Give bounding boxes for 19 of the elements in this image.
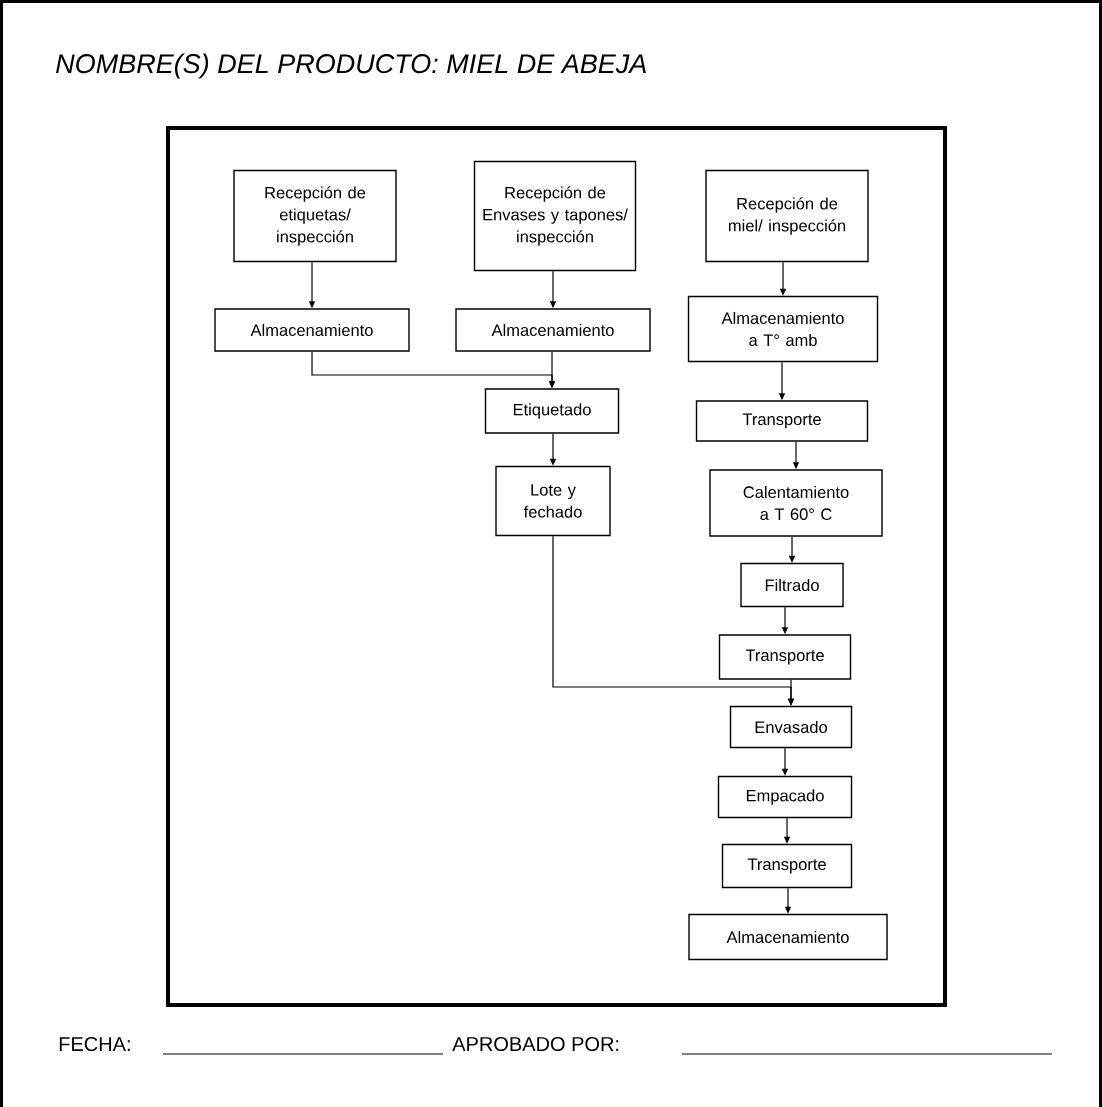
field-label: APROBADO POR: [452,1036,619,1052]
process-box: Calentamiento a T 60° C [709,469,883,537]
process-box: Lote y fechado [495,465,611,537]
process-box: Filtrado [740,562,844,608]
process-box: Transporte [718,634,852,680]
process-box: Transporte [695,400,869,442]
process-box: Transporte [721,843,853,889]
process-box: Recepción de Envases y tapones/ inspección [473,160,637,272]
field-label: FECHA: [59,1036,130,1052]
process-box: Almacenamiento [688,913,888,961]
process-box: Recepción de etiquetas/ inspección [233,169,397,263]
process-box: Almacenamiento [455,308,651,352]
title: NOMBRE(S) DEL PRODUCTO: MIEL DE ABEJA [56,53,646,79]
process-box: Recepción de miel/ inspección [705,169,869,263]
process-box: Etiquetado [484,388,620,434]
process-box: Envasado [729,705,853,749]
process-box: Empacado [717,775,853,819]
process-box: Almacenamiento [214,308,410,352]
process-box: Almacenamiento a T° amb [687,295,879,363]
